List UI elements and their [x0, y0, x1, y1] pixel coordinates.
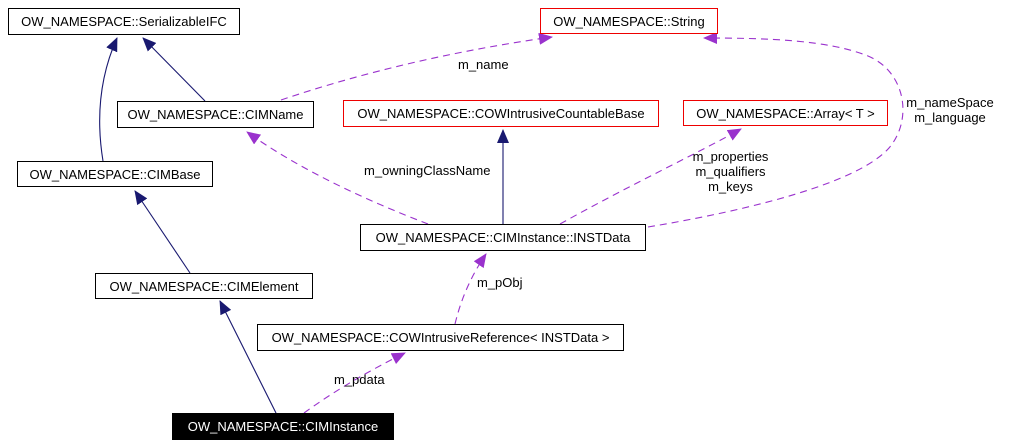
node-cow-intrusive-reference[interactable]: OW_NAMESPACE::COWIntrusiveReference< INS…	[257, 324, 624, 351]
edge-label-m-keys: m_keys	[708, 179, 753, 194]
edge-m-pdata-ciminstance-to-cowreference	[303, 352, 406, 414]
node-cim-instance-root: OW_NAMESPACE::CIMInstance	[172, 413, 394, 440]
node-cim-instance-inst-data[interactable]: OW_NAMESPACE::CIMInstance::INSTData	[360, 224, 646, 251]
edge-m-name-cimname-to-string	[280, 32, 553, 101]
edge-m-namespace-m-language-instdata-to-string	[647, 32, 904, 228]
edge-label-m-pdata: m_pdata	[334, 372, 385, 387]
edge-label-m-qualifiers: m_qualifiers	[695, 164, 766, 179]
node-cim-element[interactable]: OW_NAMESPACE::CIMElement	[95, 273, 313, 299]
node-array-t[interactable]: OW_NAMESPACE::Array< T >	[683, 100, 888, 126]
edge-ciminstance-to-cimelement	[219, 300, 277, 414]
edge-label-m-properties-group: m_properties m_qualifiers m_keys	[683, 149, 778, 194]
edge-m-owningclassname-instdata-to-cimname	[246, 131, 429, 225]
edge-label-m-name: m_name	[458, 57, 509, 72]
edge-cimelement-to-cimbase	[134, 190, 191, 274]
edge-label-m-namespace: m_nameSpace	[906, 95, 994, 110]
node-serializable-ifc[interactable]: OW_NAMESPACE::SerializableIFC	[8, 8, 240, 35]
node-cim-base[interactable]: OW_NAMESPACE::CIMBase	[17, 161, 213, 187]
edge-label-m-pobj: m_pObj	[477, 275, 523, 290]
edge-label-m-owningclassname: m_owningClassName	[364, 163, 491, 178]
node-cim-name[interactable]: OW_NAMESPACE::CIMName	[117, 101, 314, 128]
node-cow-intrusive-countable-base[interactable]: OW_NAMESPACE::COWIntrusiveCountableBase	[343, 100, 659, 127]
edge-label-m-language: m_language	[914, 110, 986, 125]
edge-m-properties-instdata-to-array	[559, 128, 742, 225]
edge-label-m-namespace-m-language: m_nameSpace m_language	[900, 95, 1000, 125]
edge-cimname-to-serializableifc	[142, 37, 206, 102]
node-string[interactable]: OW_NAMESPACE::String	[540, 8, 718, 34]
edge-cimbase-to-serializableifc	[99, 37, 118, 162]
edge-label-m-properties: m_properties	[692, 149, 769, 164]
edge-m-pobj-cowreference-to-instdata	[454, 253, 487, 325]
